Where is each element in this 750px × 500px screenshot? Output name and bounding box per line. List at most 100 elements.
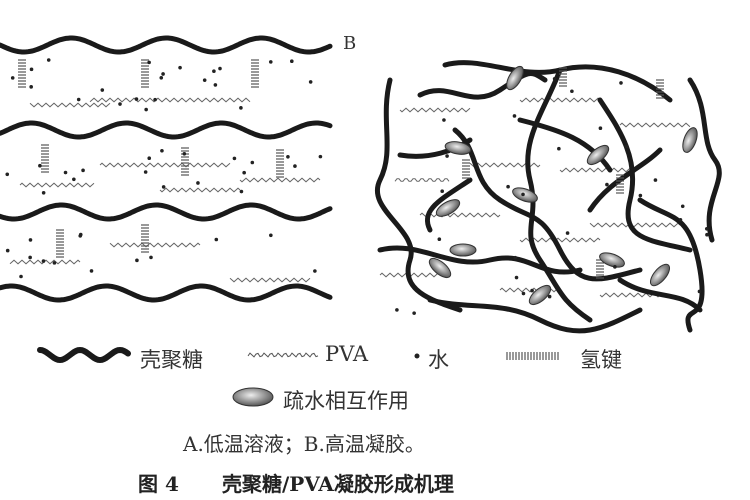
water-dot	[290, 59, 294, 64]
water-dot	[100, 88, 105, 92]
legend-chitosan-label: 壳聚糖	[140, 348, 203, 372]
chitosan-chain	[452, 127, 643, 282]
chitosan-chain	[587, 147, 663, 213]
legend-water-label: 水	[428, 348, 449, 372]
chitosan-chain	[637, 197, 705, 333]
water-dot	[680, 204, 685, 209]
water-dot	[293, 164, 297, 168]
water-dot	[598, 126, 603, 131]
water-dot	[412, 311, 416, 315]
water-dot	[196, 181, 200, 185]
water-dot	[72, 177, 76, 182]
water-dot	[624, 144, 629, 149]
water-dot	[445, 154, 449, 158]
water-dot	[147, 60, 151, 65]
water-dot	[5, 172, 10, 177]
chitosan-chain	[0, 35, 333, 55]
water-dot	[313, 269, 317, 273]
water-dot	[182, 152, 187, 156]
water-dot	[521, 192, 525, 197]
hydrophobic-interaction	[682, 127, 698, 153]
pva-chain	[559, 167, 631, 173]
water-dot	[437, 237, 442, 242]
water-dot	[41, 259, 46, 263]
chitosan-chain	[525, 67, 593, 323]
hydrophobic-interaction	[586, 144, 610, 166]
pva-chain	[109, 242, 201, 248]
water-dot	[697, 289, 702, 294]
water-dot	[308, 80, 313, 84]
subcaption: A.低温溶液；B.高温凝胶。	[183, 432, 425, 456]
water-dot	[160, 148, 164, 153]
water-dot	[19, 274, 23, 279]
water-dot	[269, 233, 273, 238]
chitosan-chain	[687, 77, 722, 243]
water-dot	[212, 69, 216, 73]
water-dot	[29, 85, 33, 89]
water-dot	[29, 67, 34, 72]
water-dot	[250, 160, 255, 165]
water-dot	[513, 255, 518, 260]
water-dot	[10, 76, 15, 80]
hydrophobic-interaction	[512, 187, 538, 203]
water-dot	[512, 114, 517, 118]
water-dot	[704, 226, 709, 231]
water-dot	[547, 294, 552, 299]
water-dot	[28, 255, 32, 260]
water-dot	[565, 231, 570, 235]
water-dot	[149, 255, 153, 260]
water-dot	[213, 83, 218, 87]
water-dot	[159, 75, 164, 80]
water-dot	[638, 193, 643, 198]
pva-chain	[29, 102, 111, 108]
water-dot	[552, 76, 557, 81]
water-dot	[63, 170, 68, 175]
water-dot	[570, 89, 574, 94]
pva-chain	[589, 222, 681, 228]
water-dot	[214, 237, 219, 242]
water-dot	[178, 65, 182, 70]
water-dot	[232, 156, 237, 161]
pva-chain	[419, 212, 501, 218]
water-dot	[161, 72, 165, 76]
water-dot	[521, 291, 526, 296]
chitosan-chain	[397, 137, 473, 159]
water-dot	[678, 218, 683, 222]
water-dot	[41, 190, 46, 195]
chitosan-chain	[517, 117, 613, 173]
legend-pva-label: PVA	[325, 342, 369, 366]
water-dot	[442, 118, 446, 122]
pva-chain	[394, 178, 450, 182]
chitosan-chain	[427, 297, 643, 334]
water-dot	[38, 163, 42, 168]
hydrophobic-interaction	[649, 263, 671, 287]
figure-title: 壳聚糖/PVA凝胶形成机理	[222, 472, 454, 496]
chitosan-chain	[425, 177, 473, 233]
pva-chain	[229, 277, 311, 283]
water-dot	[46, 58, 51, 62]
water-dot	[147, 156, 152, 161]
legend-hydrogen-bond-label: 氢键	[580, 348, 622, 372]
water-dot	[557, 146, 561, 151]
water-dot	[28, 238, 33, 242]
pva-chain	[159, 187, 241, 193]
water-dot	[506, 184, 510, 189]
pva-chain	[619, 122, 691, 128]
legend-pva-icon	[247, 352, 319, 358]
pva-chain	[19, 182, 95, 188]
water-dot	[135, 258, 139, 263]
hydrophobic-interaction	[444, 141, 472, 155]
water-dot	[134, 97, 139, 101]
hydrophobic-interaction	[428, 257, 452, 279]
water-dot	[619, 81, 623, 85]
water-dot	[143, 170, 148, 174]
water-dot	[144, 107, 148, 112]
water-dot	[530, 288, 534, 293]
water-dot	[286, 155, 290, 159]
water-dot	[89, 269, 94, 273]
panel-a-low-temp-solution	[0, 35, 333, 303]
water-dot	[78, 232, 83, 237]
water-dot	[76, 97, 81, 102]
water-dot	[5, 248, 10, 253]
